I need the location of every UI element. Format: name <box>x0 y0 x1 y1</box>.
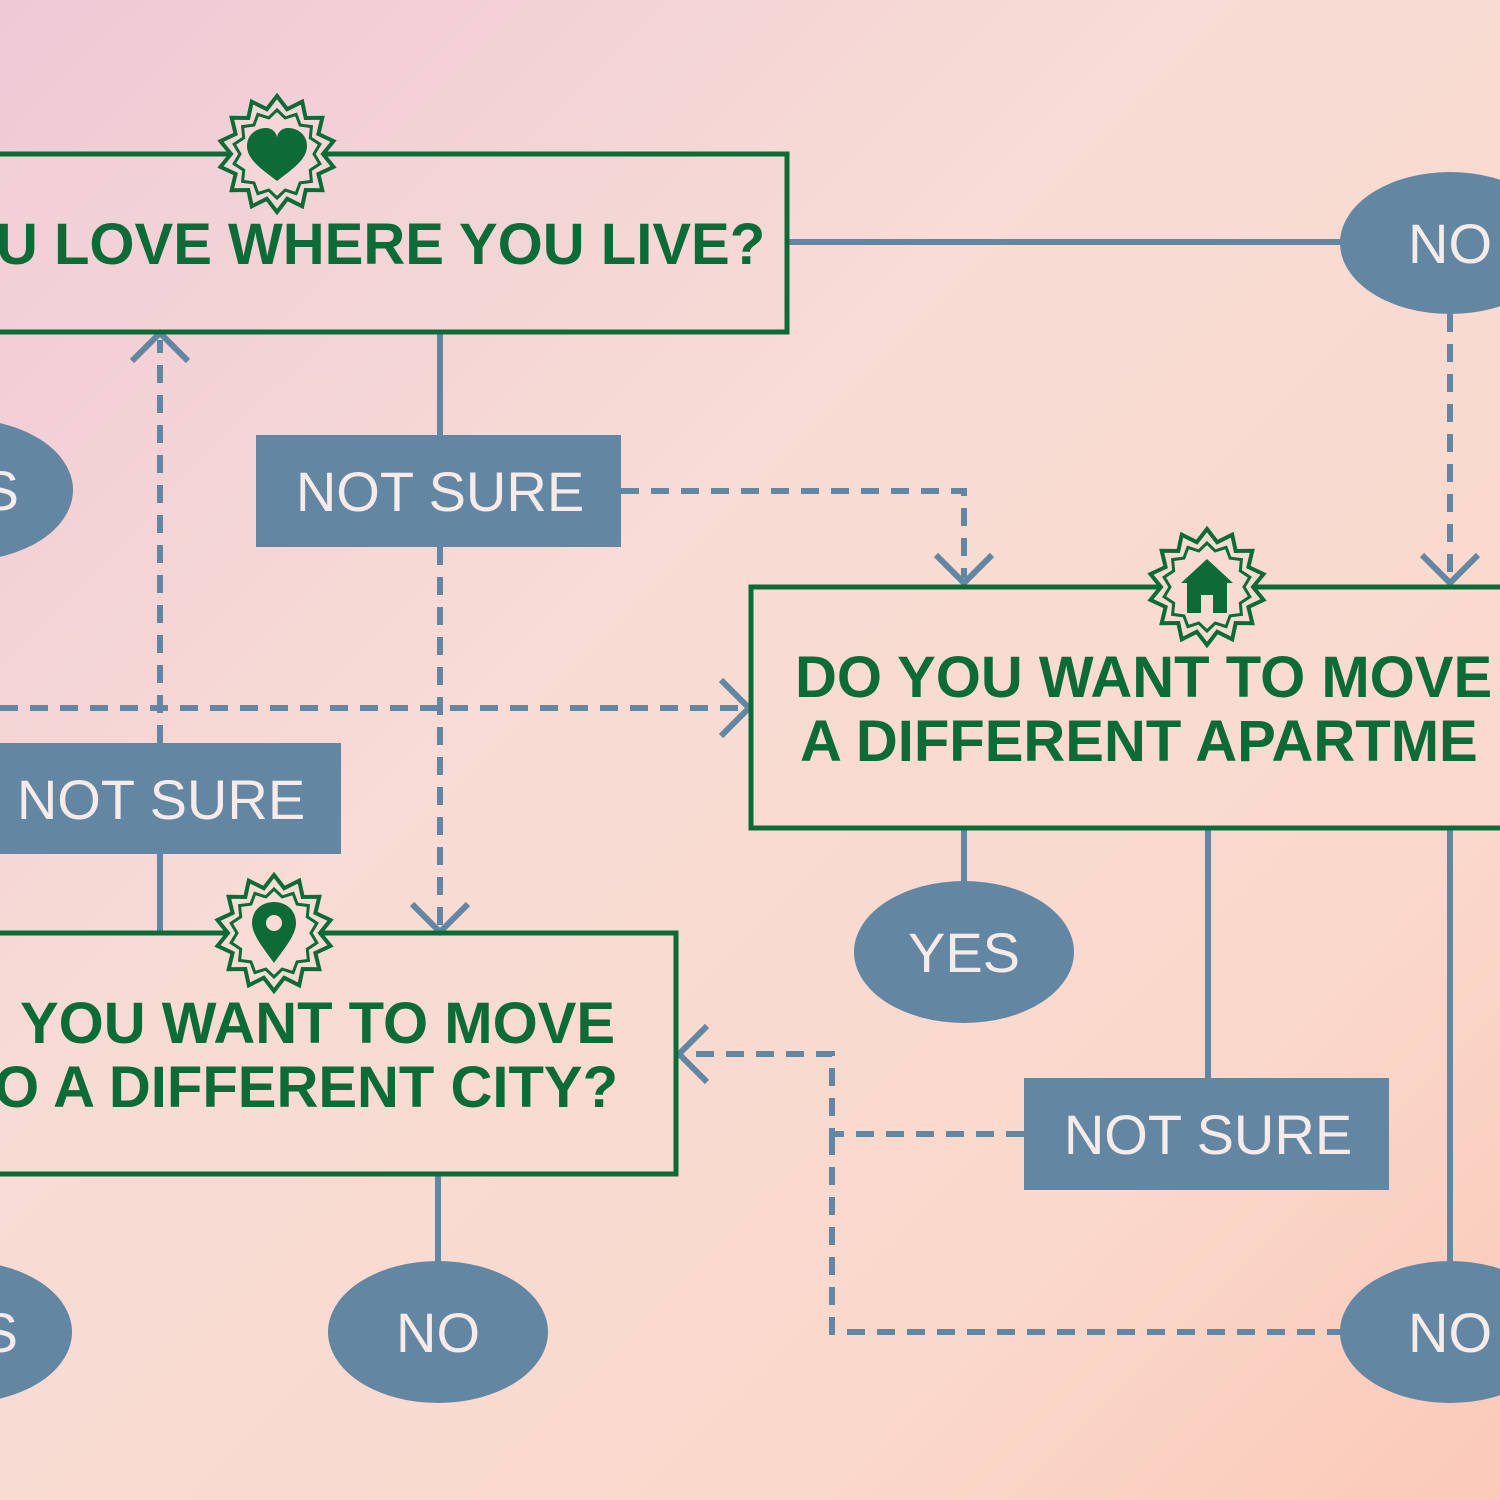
question-text-q3-line1: YOU WANT TO MOVE <box>20 991 615 1056</box>
answer-q3-no: NO <box>328 1261 548 1403</box>
dashed-q2-not-sure-to-q3 <box>684 1051 1024 1137</box>
arrowhead-down-q2-right <box>1419 552 1481 588</box>
answer-label-q1-yes: S <box>0 459 19 522</box>
answer-label-q3-no: NO <box>396 1301 480 1364</box>
answer-label-q1-no: NO <box>1408 212 1492 275</box>
answer-label-q3-yes: S <box>0 1301 18 1364</box>
answer-q1-no: NO <box>1340 172 1500 314</box>
question-q1: U LOVE WHERE YOU LIVE? <box>0 92 790 335</box>
answer-label-q2-no: NO <box>1408 1301 1492 1364</box>
question-q2: DO YOU WANT TO MOVE A DIFFERENT APARTME <box>748 525 1500 831</box>
house-icon <box>1147 525 1267 649</box>
question-box-q2 <box>748 584 1500 831</box>
answer-q2-yes: YES <box>854 881 1074 1023</box>
question-q3: YOU WANT TO MOVE O A DIFFERENT CITY? <box>0 871 679 1177</box>
answer-label-q2-yes: YES <box>908 921 1020 984</box>
dashed-not-sure-to-q2 <box>621 488 967 578</box>
answer-label-q1-not-sure: NOT SURE <box>296 460 584 523</box>
question-box-q3 <box>0 930 679 1177</box>
answer-label-left-not-sure: NOT SURE <box>17 768 305 831</box>
arrowhead-down-q2-left <box>933 552 995 588</box>
answer-label-q2-not-sure: NOT SURE <box>1064 1103 1352 1166</box>
answer-q2-no: NO <box>1340 1261 1500 1403</box>
answer-q3-yes: S <box>0 1265 72 1399</box>
location-pin-icon <box>214 871 334 995</box>
question-text-q2-line2: A DIFFERENT APARTME <box>800 709 1478 774</box>
answer-q2-not-sure: NOT SURE <box>1024 1078 1389 1190</box>
heart-icon <box>217 92 337 216</box>
answer-q1-not-sure: NOT SURE <box>256 435 621 547</box>
answer-q1-yes: S <box>0 423 73 557</box>
question-box-q1 <box>0 151 790 335</box>
arrowhead-left-q3 <box>674 1023 710 1085</box>
dashed-q2-no-to-q3-loop <box>829 1134 1345 1335</box>
answer-left-not-sure: NOT SURE <box>0 743 341 854</box>
question-text-q1: U LOVE WHERE YOU LIVE? <box>0 212 765 277</box>
question-text-q3-line2: O A DIFFERENT CITY? <box>0 1055 618 1120</box>
question-text-q2-line1: DO YOU WANT TO MOVE <box>795 645 1492 710</box>
connectors <box>0 239 1481 1335</box>
